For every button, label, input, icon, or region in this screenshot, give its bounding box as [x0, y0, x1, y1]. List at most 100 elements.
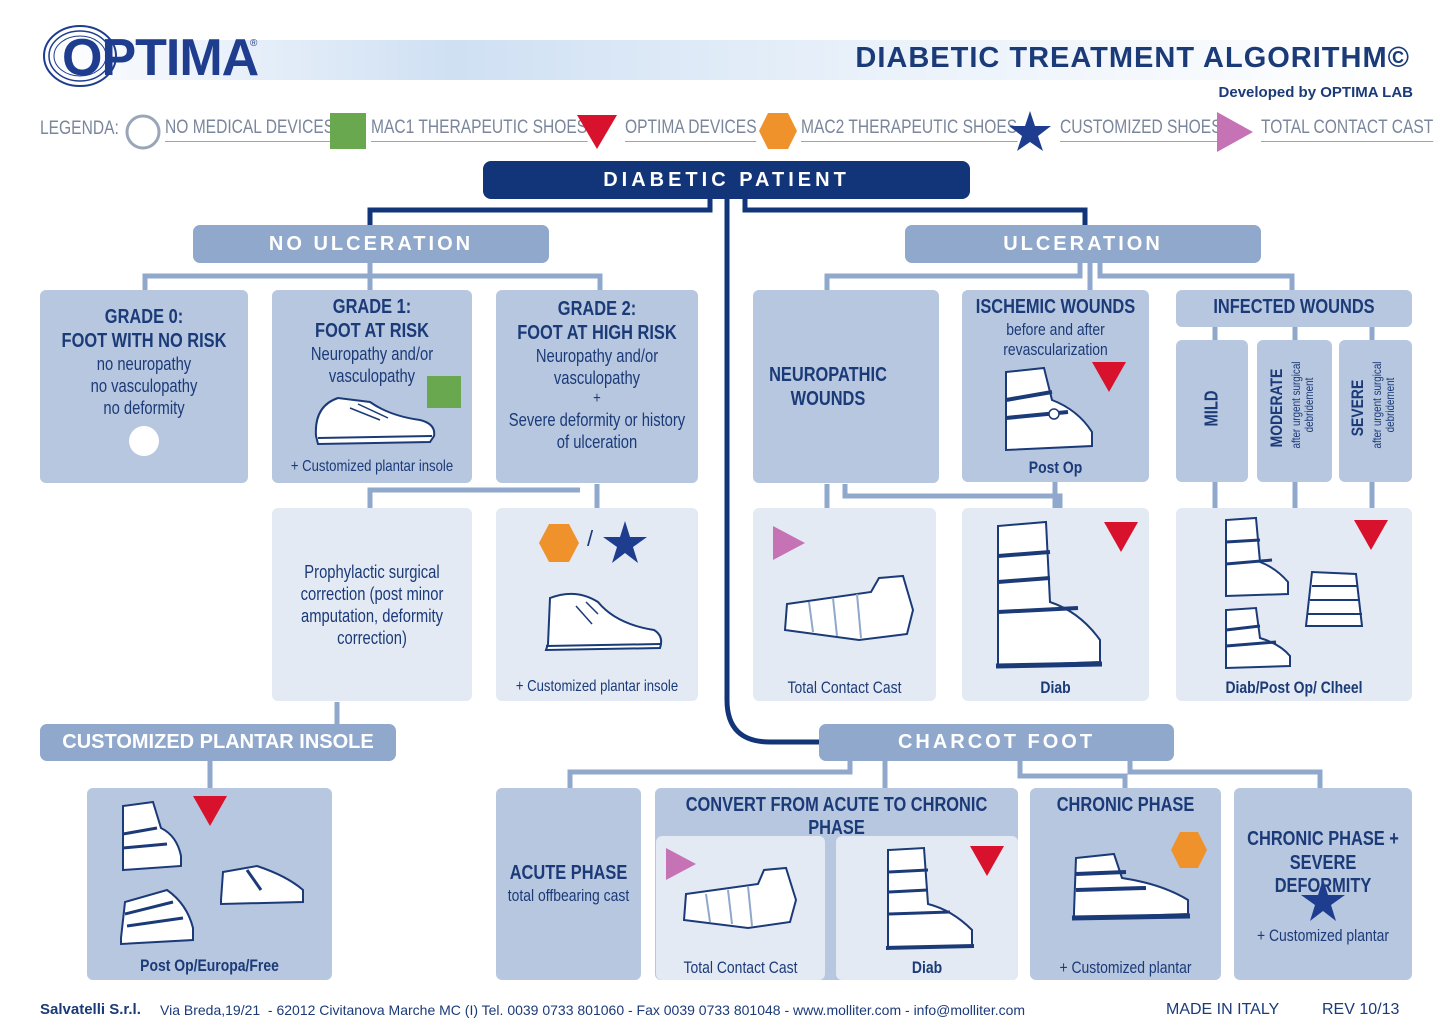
convert-tcc-box: Total Contact Cast: [656, 836, 825, 980]
grade0-line1: no neuropathy: [96, 354, 192, 374]
prophylactic-line2: correction (post minor: [300, 584, 444, 604]
legend-triangle-right-icon: [1217, 112, 1253, 152]
neuropathic-line2: WOUNDS: [790, 388, 866, 410]
ischemic-title: ISCHEMIC WOUNDS: [975, 296, 1136, 318]
clheel-shoe-icon: [1304, 570, 1364, 627]
mild-box: MILD: [1176, 340, 1248, 482]
diab-walker-icon: [885, 846, 975, 950]
infected-caption: Diab/Post Op/ Clheel: [1225, 678, 1363, 697]
header-band: [40, 40, 1413, 80]
grade2-box: GRADE 2: FOOT AT HIGH RISK Neuropathy an…: [496, 290, 698, 483]
tcc-triangle-icon: [773, 526, 805, 560]
optima-triangle-icon: [970, 846, 1004, 876]
optima-logo: [43, 25, 117, 87]
post-op-shoe-icon: [122, 800, 182, 872]
ischemic-line2: revascularization: [1003, 340, 1108, 359]
grade0-line3: no deformity: [103, 398, 185, 418]
chronic-shoe-icon: [1071, 852, 1191, 921]
diab-box: Diab: [962, 508, 1149, 701]
grade0-title2: FOOT WITH NO RISK: [61, 330, 227, 352]
grade2-line2: vasculopathy: [553, 368, 641, 388]
ischemic-line1: before and after: [1006, 320, 1105, 339]
grade2-line1: Neuropathy and/or: [535, 346, 659, 366]
legend-label-mac2: MAC2 THERAPEUTIC SHOES: [801, 117, 1018, 142]
legend-circle-icon: [125, 114, 161, 150]
acute-phase-title: ACUTE PHASE: [509, 862, 628, 884]
charcot-foot-node: CHARCOT FOOT: [819, 724, 1174, 761]
chronic-severe-title1: CHRONIC PHASE +: [1247, 828, 1399, 850]
logo-text: OPTIMA: [62, 29, 259, 87]
insole-caption: Post Op/Europa/Free: [140, 956, 279, 975]
diabetic-patient-node: DIABETIC PATIENT: [483, 161, 970, 199]
legend-label-customized: CUSTOMIZED SHOES: [1060, 117, 1222, 142]
diab-caption: Diab: [1040, 678, 1071, 697]
grade1-line2: vasculopathy: [328, 366, 416, 386]
chronic-phase-caption: + Customized plantar: [1059, 958, 1192, 977]
post-op-shoe-icon: [1225, 606, 1291, 670]
grade2-title1: GRADE 2:: [557, 298, 637, 320]
acute-phase-box: ACUTE PHASE total offbearing cast: [496, 788, 641, 980]
ischemic-caption: Post Op: [1028, 458, 1083, 477]
legend-label-mac1: MAC1 THERAPEUTIC SHOES: [371, 117, 588, 142]
chronic-phase-box: CHRONIC PHASE + Customized plantar: [1030, 788, 1221, 980]
legend-label: LEGENDA:: [40, 118, 119, 139]
legend-label-tcc: TOTAL CONTACT CAST: [1261, 117, 1434, 142]
footer-made-in-italy: MADE IN ITALY: [1166, 1001, 1280, 1018]
prophylactic-line4: correction): [337, 628, 407, 648]
acute-phase-sub: total offbearing cast: [507, 886, 630, 905]
neuropathic-tcc-box: Total Contact Cast: [753, 508, 936, 701]
sneaker-icon: [314, 396, 436, 446]
grade2-line3: Severe deformity or history: [508, 410, 686, 430]
convert-tcc-caption: Total Contact Cast: [683, 958, 798, 977]
severe-sub2: debridement: [1383, 377, 1397, 433]
mac2-customized-box: / + Customized plantar insole: [496, 508, 698, 701]
prophylactic-line1: Prophylactic surgical: [304, 562, 440, 582]
optima-triangle-icon: [193, 796, 227, 826]
neuropathic-line1: NEUROPATHIC: [769, 364, 887, 386]
no-ulceration-node: NO ULCERATION: [193, 225, 549, 263]
post-op-shoe-icon: [1005, 366, 1093, 452]
customized-star-icon: [1301, 879, 1345, 921]
grade1-line1: Neuropathy and/or: [310, 344, 434, 364]
grade1-box: GRADE 1: FOOT AT RISK Neuropathy and/or …: [272, 290, 472, 483]
mac2-hexagon-icon: [539, 524, 579, 562]
grade0-title1: GRADE 0:: [104, 306, 184, 328]
mac1-square-icon: [427, 376, 461, 408]
footer-company: Salvatelli S.r.l.: [40, 1001, 141, 1018]
infected-title-box: INFECTED WOUNDS: [1176, 290, 1412, 327]
slash-separator: /: [586, 526, 594, 551]
optima-triangle-icon: [1354, 520, 1388, 550]
prophylactic-line3: amputation, deformity: [301, 606, 443, 626]
mild-label: MILD: [1201, 390, 1222, 427]
tcc-triangle-icon: [666, 848, 696, 880]
moderate-sub2: debridement: [1302, 377, 1316, 433]
optima-triangle-icon: [1092, 362, 1126, 392]
prophylactic-box: Prophylactic surgical correction (post m…: [272, 508, 472, 701]
legend-label-optima: OPTIMA DEVICES: [625, 117, 757, 142]
customized-insole-node: CUSTOMIZED PLANTAR INSOLE: [40, 724, 396, 761]
ankle-boot-icon: [544, 592, 663, 652]
page-title: DIABETIC TREATMENT ALGORITHM©: [855, 42, 1410, 74]
chronic-severe-box: CHRONIC PHASE + SEVERE DEFORMITY + Custo…: [1234, 788, 1412, 980]
logo-registered-mark: ®: [250, 38, 258, 49]
ischemic-box: ISCHEMIC WOUNDS before and after revascu…: [962, 290, 1149, 482]
legend-star-icon: [1009, 111, 1051, 151]
moderate-label: MODERATE: [1267, 368, 1286, 448]
optima-triangle-icon: [1104, 522, 1138, 552]
infected-title: INFECTED WOUNDS: [1213, 296, 1375, 318]
moderate-sub1: after urgent surgical: [1289, 361, 1303, 449]
neuropathic-box: NEUROPATHIC WOUNDS: [753, 290, 939, 483]
page-subtitle: Developed by OPTIMA LAB: [1218, 84, 1413, 101]
mac2-hexagon-icon: [1171, 832, 1207, 868]
grade1-title1: GRADE 1:: [332, 296, 412, 318]
grade1-caption: + Customized plantar insole: [290, 458, 454, 475]
grade0-line2: no vasculopathy: [90, 376, 198, 396]
grade0-box: GRADE 0: FOOT WITH NO RISK no neuropathy…: [40, 290, 248, 483]
legend-label-no-devices: NO MEDICAL DEVICES: [165, 117, 335, 142]
diab-shoe-icon: [1225, 516, 1289, 598]
legend-triangle-down-icon: [577, 115, 617, 149]
convert-diab-caption: Diab: [911, 958, 943, 977]
europa-shoe-icon: [220, 864, 304, 906]
total-contact-cast-icon: [783, 574, 915, 642]
total-contact-cast-icon: [682, 866, 798, 930]
